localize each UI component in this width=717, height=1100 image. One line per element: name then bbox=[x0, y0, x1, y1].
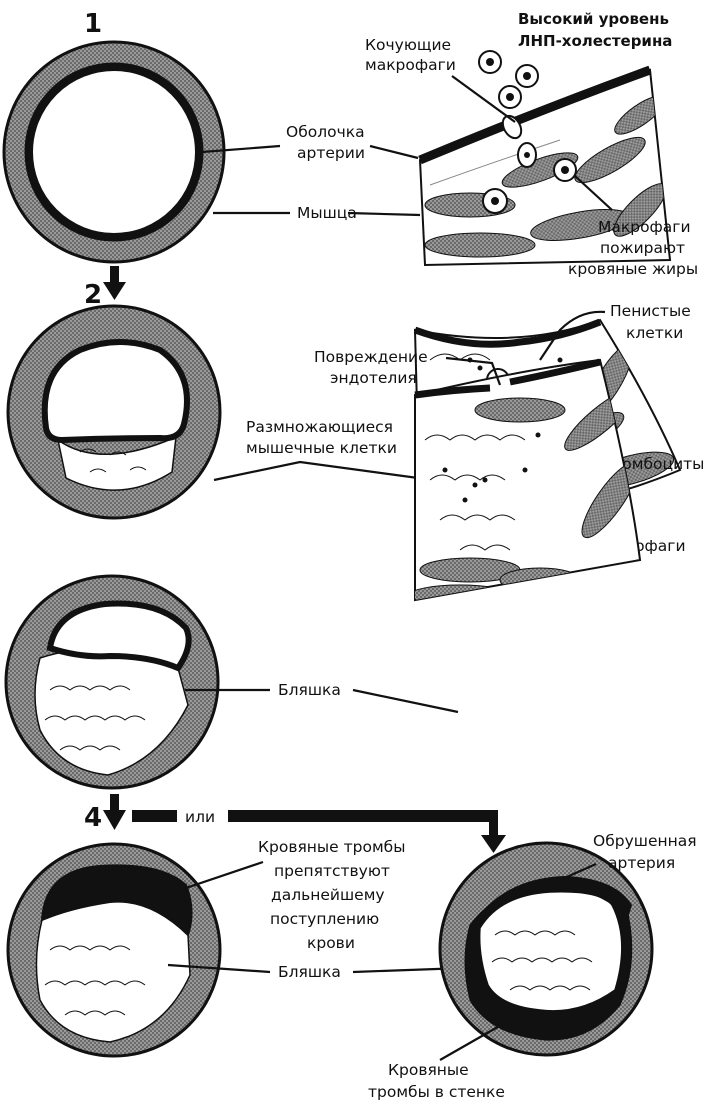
stage-number-4: 4 bbox=[84, 803, 102, 833]
blood-macrophages bbox=[479, 51, 538, 108]
stage-number-1: 1 bbox=[84, 9, 102, 39]
label-plaque-stage-4: Бляшка bbox=[278, 963, 341, 981]
svg-text:кровяные жиры: кровяные жиры bbox=[568, 260, 698, 278]
leader-clots-block bbox=[180, 862, 263, 890]
svg-text:Оболочка: Оболочка bbox=[286, 123, 365, 141]
label-muscle: Мышца bbox=[297, 204, 357, 222]
or-label: или bbox=[185, 808, 215, 826]
leader-plaque-3-right bbox=[353, 690, 458, 712]
svg-text:макрофаги: макрофаги bbox=[365, 56, 456, 74]
svg-text:Размножающиеся: Размножающиеся bbox=[246, 418, 393, 436]
svg-text:Пенистые: Пенистые bbox=[610, 302, 691, 320]
svg-text:Кровяные: Кровяные bbox=[388, 1061, 469, 1079]
down-arrow-3 bbox=[103, 794, 126, 830]
label-proliferating-muscle: Размножающиеся мышечные клетки bbox=[246, 418, 397, 457]
svg-text:Обрушенная: Обрушенная bbox=[593, 832, 697, 850]
svg-text:крови: крови bbox=[307, 934, 355, 952]
svg-text:тромбы в стенке: тромбы в стенке bbox=[368, 1083, 505, 1100]
svg-text:препятствуют: препятствуют bbox=[274, 862, 390, 880]
svg-text:клетки: клетки bbox=[626, 324, 683, 342]
leader-lining-right bbox=[370, 146, 418, 158]
svg-text:дальнейшему: дальнейшему bbox=[271, 886, 385, 904]
artery-stage-1 bbox=[4, 42, 224, 262]
down-arrow-1 bbox=[103, 266, 126, 300]
artery-stage-4-left bbox=[8, 844, 220, 1056]
label-wall-clots: Кровяные тромбы в стенке bbox=[368, 1061, 505, 1100]
header-line-2: ЛНП-холестерина bbox=[518, 32, 672, 50]
label-foam-cells: Пенистые клетки bbox=[610, 302, 691, 342]
svg-text:поступлению: поступлению bbox=[270, 910, 379, 928]
label-endothelial-damage: Повреждение эндотелия bbox=[314, 348, 428, 387]
label-artery-lining: Оболочка артерии bbox=[286, 123, 365, 162]
label-blood-clots-block: Кровяные тромбы препятствуют дальнейшему… bbox=[258, 838, 405, 952]
artery-stage-4-right bbox=[440, 843, 652, 1055]
artery-stage-3 bbox=[6, 576, 218, 788]
label-plaque-stage-3: Бляшка bbox=[278, 681, 341, 699]
artery-stage-2 bbox=[8, 306, 220, 518]
svg-text:Кочующие: Кочующие bbox=[365, 36, 451, 54]
leader-muscle-right bbox=[348, 213, 420, 215]
svg-text:Макрофаги: Макрофаги bbox=[598, 218, 691, 236]
svg-text:эндотелия: эндотелия bbox=[330, 369, 417, 387]
svg-text:Кровяные тромбы: Кровяные тромбы bbox=[258, 838, 405, 856]
header-line-1: Высокий уровень bbox=[518, 10, 669, 28]
svg-text:мышечные клетки: мышечные клетки bbox=[246, 439, 397, 457]
svg-text:артерии: артерии bbox=[297, 144, 365, 162]
label-collapsed-artery: Обрушенная артерия bbox=[593, 832, 697, 872]
svg-text:артерия: артерия bbox=[608, 854, 675, 872]
svg-text:пожирают: пожирают bbox=[600, 239, 685, 257]
label-wandering-macrophages: Кочующие макрофаги bbox=[365, 36, 456, 74]
svg-text:Повреждение: Повреждение bbox=[314, 348, 428, 366]
